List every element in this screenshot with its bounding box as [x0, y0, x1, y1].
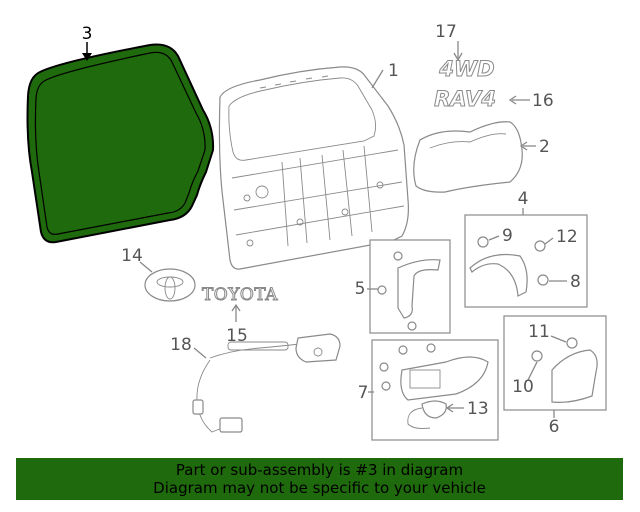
- callout-14-leader: [139, 261, 153, 273]
- callout-18-leader: [193, 347, 207, 359]
- part-5-bracket: [377, 251, 441, 331]
- part-2-cover-sheet: [413, 121, 523, 193]
- callout-9-leader: [488, 235, 500, 241]
- toyota-logo-icon: [144, 268, 196, 302]
- callout-2: 2: [539, 137, 550, 157]
- emblem-toyota: TOYOTA: [202, 285, 278, 305]
- callout-6: 6: [549, 417, 560, 437]
- emblem-rav4: RAV4: [434, 87, 496, 111]
- part-6-cover: [531, 337, 598, 403]
- callout-8: 8: [570, 272, 581, 292]
- part-7-license-lamp-housing: [379, 343, 489, 401]
- part-13-license-lamp: [407, 400, 447, 429]
- callout-10-leader: [527, 361, 538, 381]
- callout-12-leader: [544, 237, 554, 245]
- callout-18: 18: [170, 335, 192, 355]
- callout-2-arrow: [519, 141, 528, 151]
- callout-12: 12: [556, 227, 578, 247]
- footer-banner: Part or sub-assembly is #3 in diagram Di…: [16, 458, 623, 500]
- callout-13-arrow: [445, 403, 454, 413]
- emblem-4wd: 4WD: [438, 57, 494, 81]
- callout-17-arrow: [453, 52, 463, 62]
- callout-4: 4: [518, 189, 529, 209]
- callout-3-arrow: [82, 53, 92, 61]
- callout-1: 1: [388, 61, 399, 81]
- callout-5: 5: [355, 279, 366, 299]
- footer-line-1: Part or sub-assembly is #3 in diagram: [175, 461, 464, 479]
- part-4-garnish: [469, 236, 549, 297]
- footer-line-2: Diagram may not be specific to your vehi…: [153, 479, 486, 497]
- callout-17: 17: [435, 22, 457, 42]
- callout-9: 9: [502, 226, 513, 246]
- callout-11-leader: [550, 335, 567, 343]
- callout-7: 7: [358, 383, 369, 403]
- callout-16-arrow: [508, 95, 517, 105]
- callout-13: 13: [467, 399, 489, 419]
- callout-3: 3: [82, 24, 93, 44]
- callout-14: 14: [121, 246, 143, 266]
- callout-15: 15: [226, 326, 248, 346]
- callout-10: 10: [512, 377, 534, 397]
- part-1-back-door: [218, 66, 409, 270]
- part-3-weatherstrip[interactable]: [26, 43, 215, 244]
- callout-16: 16: [532, 91, 554, 111]
- callout-15-arrow: [231, 303, 241, 312]
- callout-11: 11: [528, 322, 550, 342]
- part-18-harness: [192, 333, 341, 433]
- callout-1-leader: [371, 69, 384, 89]
